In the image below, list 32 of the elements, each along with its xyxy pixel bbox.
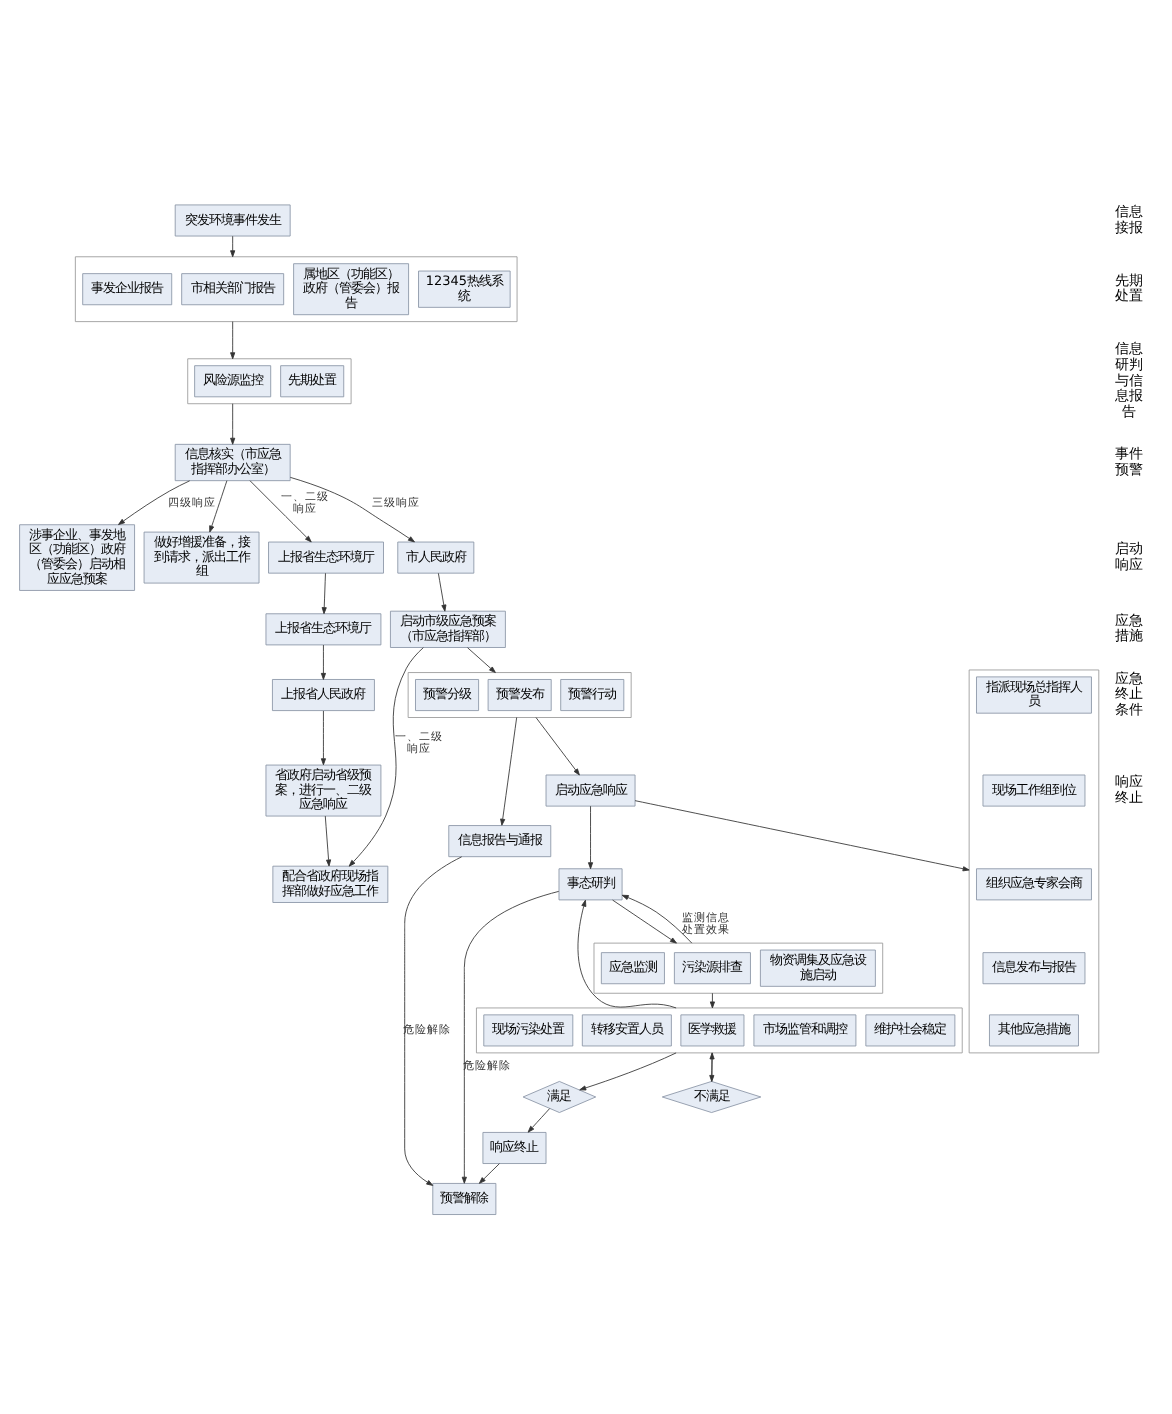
arrow — [612, 898, 677, 943]
arrow — [478, 1162, 500, 1183]
arrow — [230, 320, 236, 359]
arrow — [588, 804, 594, 869]
arrow — [230, 402, 236, 444]
arrow — [324, 814, 332, 866]
arrow — [579, 1051, 677, 1090]
cluster — [74, 255, 518, 322]
cluster — [476, 1006, 963, 1053]
cluster — [968, 668, 1100, 1053]
arrow — [209, 479, 228, 532]
arrow — [535, 716, 580, 775]
arrow — [118, 479, 191, 524]
cluster — [187, 357, 352, 404]
cluster — [593, 941, 884, 993]
arrow — [577, 898, 677, 1008]
arrow — [404, 855, 463, 1185]
arrow — [709, 991, 715, 1008]
arrow — [321, 571, 327, 614]
arrow — [230, 234, 236, 257]
arrow — [500, 716, 518, 825]
arrow — [467, 646, 496, 672]
arrow — [320, 643, 326, 679]
arrow — [634, 799, 970, 871]
arrow — [249, 479, 312, 542]
arrow — [621, 893, 693, 943]
arrow — [527, 1107, 551, 1132]
arrow — [320, 709, 326, 765]
arrow — [437, 571, 447, 611]
cluster — [407, 671, 632, 717]
arrow — [289, 475, 415, 542]
arrow — [461, 889, 560, 1183]
